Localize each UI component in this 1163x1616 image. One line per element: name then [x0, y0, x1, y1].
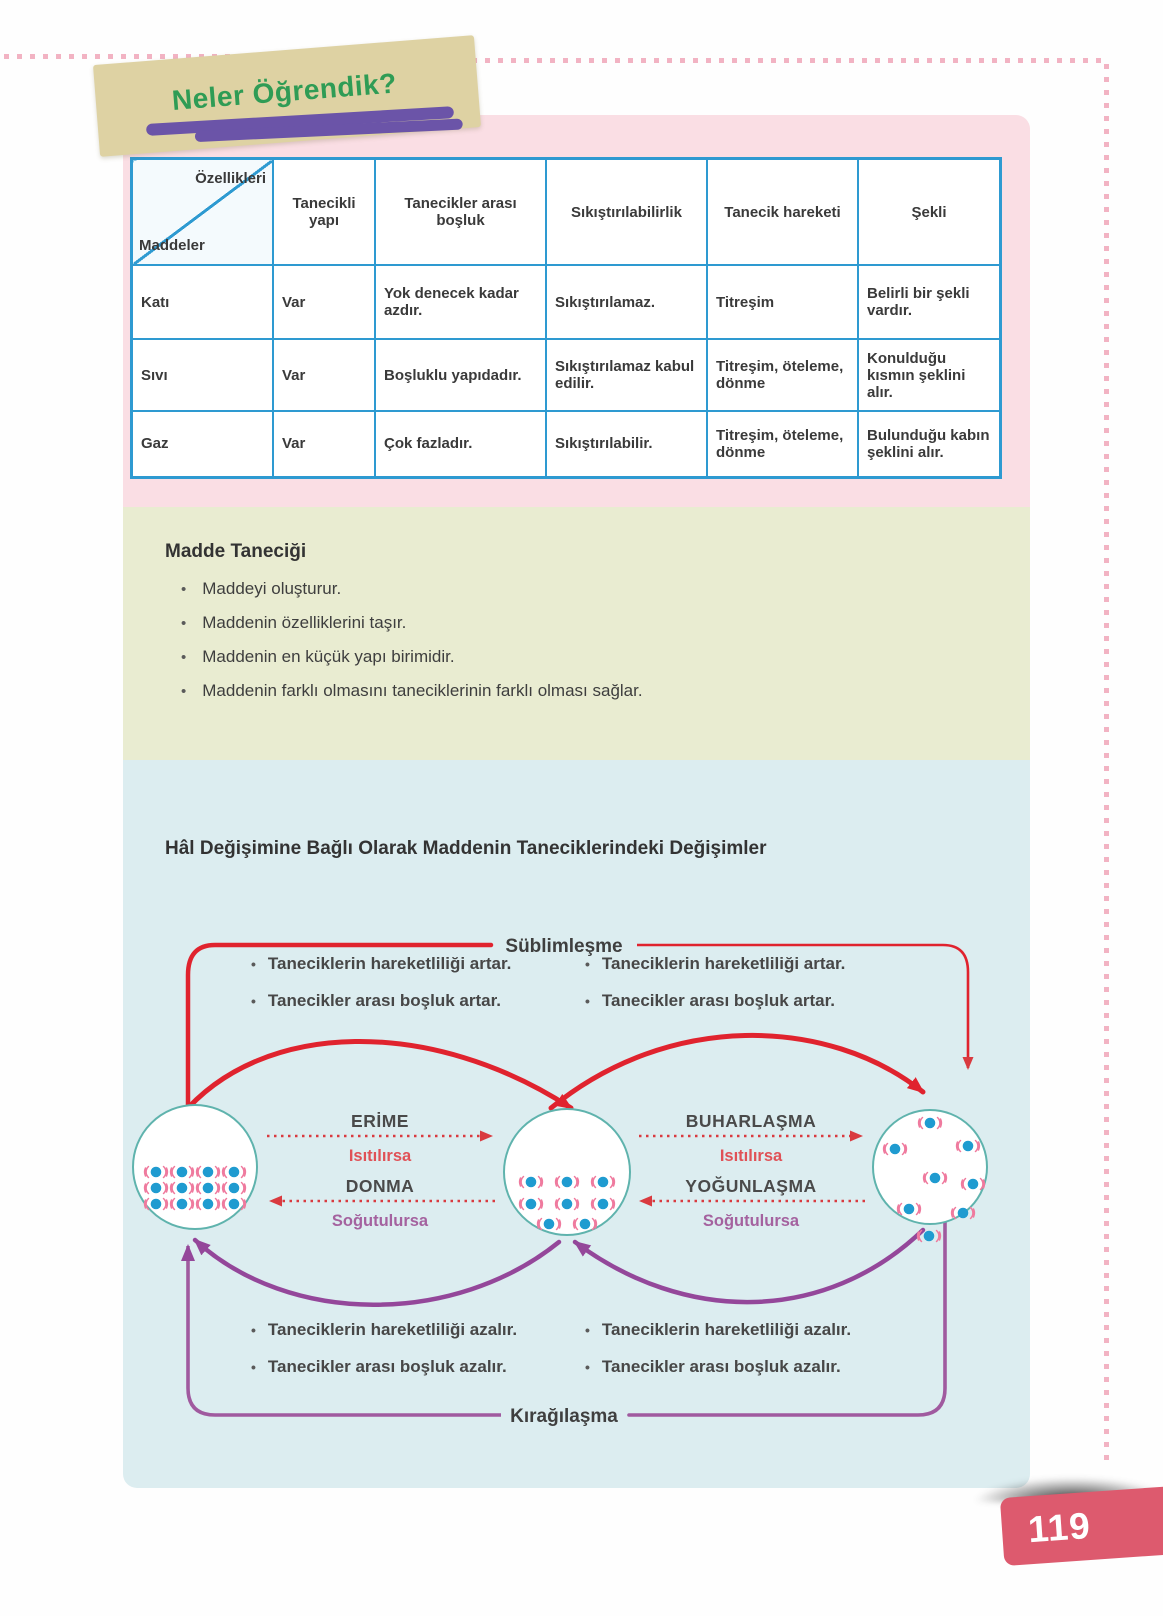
table-cell: Yok denecek kadar azdır.: [374, 264, 547, 340]
page-title: Neler Öğrendik?: [170, 67, 398, 116]
table-cell: Boşluklu yapıdadır.: [374, 338, 547, 412]
state-change-panel: Hâl Değişimine Bağlı Olarak Maddenin Tan…: [123, 760, 1030, 1488]
table-cell: Bulunduğu kabın şeklini alır.: [857, 410, 1002, 478]
table-row: Sıvı Var Boşluklu yapıdadır. Sıkıştırıla…: [130, 338, 1002, 412]
gas-particles: [882, 1116, 986, 1243]
states-of-matter-table: Özellikleri Maddeler Tanecikli yapı Tane…: [130, 157, 1002, 479]
table-row: Katı Var Yok denecek kadar azdır. Sıkışt…: [130, 264, 1002, 340]
freezing-arc-arrow: [192, 1237, 562, 1307]
table-cell: Çok fazladır.: [374, 410, 547, 478]
increase-bullets-right: Taneciklerin hareketliliği artar. Taneci…: [585, 954, 845, 1028]
table-cell: Sıkıştırılamaz.: [545, 264, 708, 340]
bullet: Tanecikler arası boşluk azalır.: [251, 1357, 517, 1377]
condensation-arc-arrow: [572, 1227, 926, 1305]
state-change-diagram-svg: Süblimleşme Kırağılaşma: [132, 936, 988, 1427]
bullet: Taneciklerin hareketliliği azalır.: [585, 1320, 851, 1340]
frost-label: Kırağılaşma: [510, 1406, 618, 1427]
row-header: Sıvı: [130, 338, 274, 412]
page-border-dashed-top-left: [4, 54, 310, 59]
list-item: Maddeyi oluşturur.: [181, 579, 643, 599]
section-heading: Hâl Değişimine Bağlı Olarak Maddenin Tan…: [165, 838, 767, 859]
liquid-particles: [518, 1175, 616, 1231]
bullet: Tanecikler arası boşluk artar.: [585, 991, 845, 1011]
increase-bullets-left: Taneciklerin hareketliliği artar. Taneci…: [251, 954, 511, 1028]
particle-properties-list: Maddeyi oluşturur. Maddenin özelliklerin…: [181, 579, 643, 715]
sublimation-path: [185, 942, 974, 1115]
frost-path: [181, 1218, 947, 1417]
table-cell: Sıkıştırılabilir.: [545, 410, 708, 478]
condensation-condition: Soğutulursa: [703, 1212, 800, 1230]
table-cell: Konulduğu kısmın şeklini alır.: [857, 338, 1002, 412]
state-change-diagram: Süblimleşme Kırağılaşma: [123, 920, 1030, 1480]
page-border-dashed-top-right: [472, 58, 1106, 63]
condensation-label: YOĞUNLAŞMA: [685, 1175, 816, 1196]
section-heading: Madde Taneciği: [165, 541, 307, 562]
states-table-panel: Özellikleri Maddeler Tanecikli yapı Tane…: [123, 115, 1030, 507]
table-cell: Var: [272, 410, 376, 478]
column-header: Sıkıştırılabilirlik: [545, 157, 708, 266]
table-cell: Sıkıştırılamaz kabul edilir.: [545, 338, 708, 412]
table-cell: Belirli bir şekli vardır.: [857, 264, 1002, 340]
liquid-state-circle: [503, 1108, 631, 1236]
list-item: Maddenin en küçük yapı birimidir.: [181, 647, 643, 667]
column-header: Tanecik hareketi: [706, 157, 859, 266]
table-cell: Titreşim, öteleme, dönme: [706, 338, 859, 412]
melting-arc-arrow: [178, 1039, 574, 1119]
solid-particles: [143, 1165, 247, 1211]
list-item: Maddenin farklı olmasını taneciklerinin …: [181, 681, 642, 701]
table-corner-cell: Özellikleri Maddeler: [130, 157, 274, 266]
solid-state-circle: [132, 1104, 258, 1230]
melting-label: ERİME: [351, 1111, 409, 1131]
table-cell: Titreşim: [706, 264, 859, 340]
decrease-bullets-right: Taneciklerin hareketliliği azalır. Tanec…: [585, 1320, 851, 1394]
melting-condition: Isıtılırsa: [349, 1147, 412, 1165]
list-item: Maddenin özelliklerini taşır.: [181, 613, 643, 633]
matter-particle-panel: Madde Taneciği Maddeyi oluşturur. Madden…: [123, 507, 1030, 760]
decrease-bullets-left: Taneciklerin hareketliliği azalır. Tanec…: [251, 1320, 517, 1394]
bullet: Taneciklerin hareketliliği artar.: [251, 954, 511, 974]
evaporation-label: BUHARLAŞMA: [686, 1111, 816, 1131]
corner-label-matters: Maddeler: [139, 237, 205, 254]
bullet: Taneciklerin hareketliliği artar.: [585, 954, 845, 974]
table-row: Gaz Var Çok fazladır. Sıkıştırılabilir. …: [130, 410, 1002, 478]
table-cell: Var: [272, 264, 376, 340]
freezing-condition: Soğutulursa: [332, 1212, 429, 1230]
row-header: Katı: [130, 264, 274, 340]
column-header: Şekli: [857, 157, 1002, 266]
corner-label-properties: Özellikleri: [195, 170, 266, 187]
row-header: Gaz: [130, 410, 274, 478]
evaporation-condition: Isıtılırsa: [720, 1147, 783, 1165]
bullet: Tanecikler arası boşluk artar.: [251, 991, 511, 1011]
bullet: Tanecikler arası boşluk azalır.: [585, 1357, 851, 1377]
column-header: Tanecikler arası boşluk: [374, 157, 547, 266]
column-header: Tanecikli yapı: [272, 157, 376, 266]
page-border-dashed-right: [1104, 64, 1109, 1460]
page-number: 119: [1026, 1504, 1093, 1551]
page-number-ribbon: 119: [999, 1485, 1163, 1567]
evaporation-arc-arrow: [548, 1032, 926, 1111]
freezing-label: DONMA: [346, 1176, 415, 1196]
table-cell: Titreşim, öteleme, dönme: [706, 410, 859, 478]
table-cell: Var: [272, 338, 376, 412]
bullet: Taneciklerin hareketliliği azalır.: [251, 1320, 517, 1340]
sublimation-label: Süblimleşme: [505, 936, 622, 957]
gas-state-circle: [872, 1109, 988, 1225]
